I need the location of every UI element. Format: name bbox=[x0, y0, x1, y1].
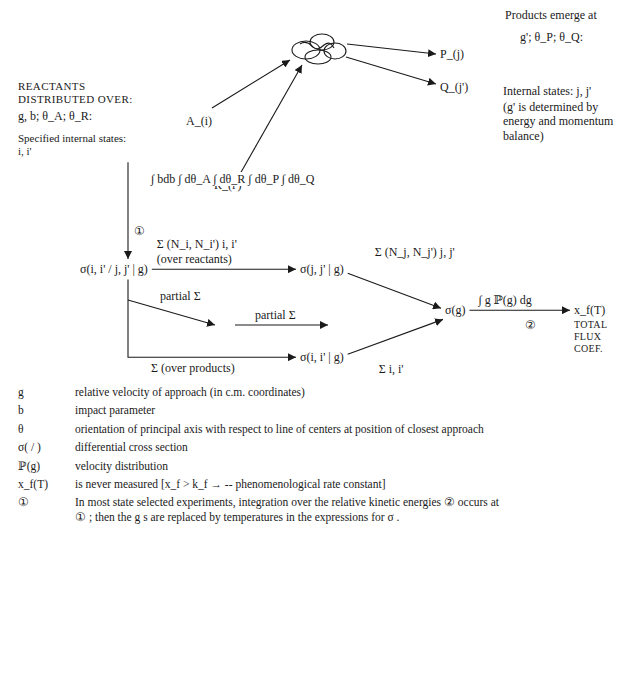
note-row: bimpact parameter bbox=[18, 403, 618, 417]
products-states: Internal states: j, j' bbox=[503, 84, 591, 98]
note-symbol: σ( / ) bbox=[18, 440, 75, 454]
note-row: ℙ(g)velocity distribution bbox=[18, 459, 618, 473]
cross-section-term: σ(j, j' | g) bbox=[300, 262, 344, 276]
partial-sum-arrow bbox=[128, 300, 215, 325]
products-variables: g'; θ_P; θ_Q: bbox=[520, 30, 583, 44]
note-symbol: x_f(T) bbox=[18, 477, 75, 491]
note-row: σ( / )differential cross section bbox=[18, 440, 618, 454]
note-row: ①In most state selected experiments, int… bbox=[18, 495, 618, 524]
edge-label: Σ i, i' bbox=[378, 362, 405, 376]
complex-blob bbox=[305, 50, 331, 64]
species-label: P_(j) bbox=[440, 47, 464, 61]
cross-section-term: σ(i, i' / j, j' | g) bbox=[80, 262, 148, 276]
flow-arrow bbox=[348, 273, 441, 308]
node-text: TOTAL FLUX COEF. bbox=[574, 319, 632, 355]
edge-label: ∫ g ℙ(g) dg bbox=[477, 293, 532, 307]
flow-arrow bbox=[128, 279, 296, 357]
edge-label: Σ (over products) bbox=[150, 361, 236, 375]
cross-section-term: σ(i, i' | g) bbox=[300, 350, 344, 364]
flux-coefficient: x_f(T) TOTAL FLUX COEF. bbox=[574, 303, 632, 355]
flow-arrow bbox=[152, 269, 296, 270]
cross-section-term: σ(g) bbox=[445, 303, 465, 317]
species-label: Q_(j') bbox=[440, 80, 468, 94]
notes-list: grelative velocity of approach (in c.m. … bbox=[18, 385, 618, 528]
complex-scribble bbox=[300, 42, 334, 48]
note-symbol: b bbox=[18, 403, 75, 417]
note-text: orientation of principal axis with respe… bbox=[75, 422, 484, 436]
product-arrow bbox=[347, 44, 436, 54]
note-text: relative velocity of approach (in c.m. c… bbox=[75, 385, 305, 399]
species-label: A_(i) bbox=[186, 114, 212, 128]
edge-label: ∫ bdb ∫ dθ_A ∫ dθ_R ∫ dθ_P ∫ dθ_Q bbox=[150, 172, 315, 186]
note-symbol: θ bbox=[18, 422, 75, 436]
note-text: In most state selected experiments, inte… bbox=[75, 495, 505, 524]
approach-arrow bbox=[240, 65, 302, 174]
callout-number: ① bbox=[134, 224, 145, 238]
partial-sum-label: partial Σ bbox=[255, 308, 296, 322]
callout-number: ② bbox=[525, 318, 536, 332]
note-row: grelative velocity of approach (in c.m. … bbox=[18, 385, 618, 399]
note-symbol: ℙ(g) bbox=[18, 459, 75, 473]
flow-arrow bbox=[348, 319, 443, 354]
edge-label: Σ (N_j, N_j') j, j' bbox=[374, 245, 456, 259]
node-text: g, b; θ_A; θ_R: bbox=[18, 109, 133, 123]
node-text: Specified internal states: i, i' bbox=[18, 132, 133, 158]
products-note: (g' is determined by energy and momentum… bbox=[503, 100, 628, 143]
product-arrow bbox=[346, 57, 436, 84]
flow-arrow bbox=[469, 310, 570, 311]
note-text: impact parameter bbox=[75, 403, 155, 417]
note-row: θorientation of principal axis with resp… bbox=[18, 422, 618, 436]
note-symbol: g bbox=[18, 385, 75, 399]
node-text: σ(j, j' | g) bbox=[300, 262, 344, 276]
partial-sum-arrow bbox=[235, 324, 328, 325]
node-text: σ(g) bbox=[445, 303, 465, 317]
node-text: σ(i, i' / j, j' | g) bbox=[80, 262, 148, 276]
note-symbol: ① bbox=[18, 495, 75, 524]
note-row: x_f(T)is never measured [x_f > k_f → -- … bbox=[18, 477, 618, 491]
partial-sum-label: partial Σ bbox=[160, 289, 201, 303]
products-heading: Products emerge at bbox=[505, 8, 597, 22]
note-text: velocity distribution bbox=[75, 459, 168, 473]
node-text: REACTANTS DISTRIBUTED OVER: bbox=[18, 80, 133, 106]
reactant-block: REACTANTS DISTRIBUTED OVER: g, b; θ_A; θ_… bbox=[18, 80, 133, 158]
flow-arrow bbox=[127, 162, 128, 259]
edge-label: Σ (N_i, N_i') i, i' (over reactants) bbox=[156, 237, 254, 266]
note-text: is never measured [x_f > k_f → -- phenom… bbox=[75, 477, 386, 491]
node-text: x_f(T) bbox=[574, 303, 632, 317]
approach-arrow bbox=[212, 60, 290, 108]
note-text: differential cross section bbox=[75, 440, 188, 454]
node-text: σ(i, i' | g) bbox=[300, 350, 344, 364]
complex-blob bbox=[324, 43, 346, 59]
